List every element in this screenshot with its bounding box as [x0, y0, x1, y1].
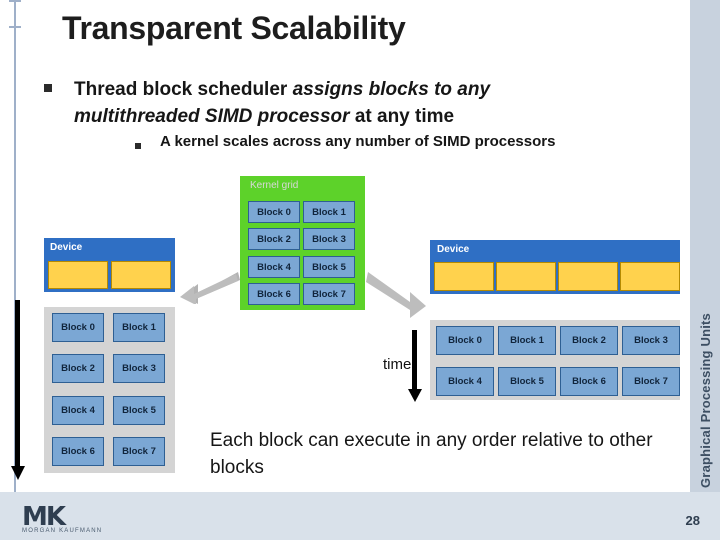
bullet-marker-level2 — [135, 143, 141, 149]
right-panel-block-5: Block 5 — [498, 367, 556, 396]
sidebar-panel — [689, 0, 720, 492]
time-label: time — [383, 356, 412, 373]
kernel-block-0: Block 0 — [248, 201, 300, 223]
kernel-block-2: Block 2 — [248, 228, 300, 250]
publisher-logo: MK MORGAN KAUFMANN — [22, 502, 102, 534]
footer-bar — [0, 492, 720, 540]
sidebar-title-text: Graphical Processing Units — [697, 313, 713, 488]
publisher-logo-subtitle: MORGAN KAUFMANN — [22, 528, 103, 534]
kernel-block-6: Block 6 — [248, 283, 300, 305]
bullet-level1-text: Thread block scheduler assigns blocks to… — [74, 76, 584, 130]
left-panel-block-2: Block 2 — [52, 354, 104, 383]
device-right-label: Device — [437, 244, 470, 255]
time-arrow-left-shaft — [15, 300, 20, 470]
device-left-processor-0 — [48, 261, 108, 289]
kernel-block-5: Block 5 — [303, 256, 355, 278]
device-right-processor-3 — [620, 262, 680, 291]
kernel-block-4: Block 4 — [248, 256, 300, 278]
device-left-label: Device — [50, 242, 83, 253]
left-rule-tick-second — [9, 26, 21, 28]
sidebar-divider — [684, 0, 690, 492]
left-panel-block-0: Block 0 — [52, 313, 104, 342]
device-left-processor-1 — [111, 261, 171, 289]
time-arrow-shaft — [412, 330, 417, 392]
left-panel-block-6: Block 6 — [52, 437, 104, 466]
scale-arrow-right-icon — [366, 272, 426, 318]
right-panel-block-2: Block 2 — [560, 326, 618, 355]
left-vertical-rule — [14, 0, 16, 492]
right-panel-block-7: Block 7 — [622, 367, 680, 396]
time-arrow-left-head-icon — [11, 466, 25, 480]
device-right-processor-0 — [434, 262, 494, 291]
bullet1-segment-3: at any time — [349, 106, 455, 127]
right-panel-block-3: Block 3 — [622, 326, 680, 355]
bullet-marker-level1 — [44, 84, 52, 92]
bullet-level2-text: A kernel scales across any number of SIM… — [160, 133, 556, 150]
left-panel-block-5: Block 5 — [113, 396, 165, 425]
right-panel-block-0: Block 0 — [436, 326, 494, 355]
device-right-processor-1 — [496, 262, 556, 291]
scale-arrow-left-icon — [180, 272, 240, 304]
kernel-block-7: Block 7 — [303, 283, 355, 305]
bullet1-segment-1: Thread block scheduler — [74, 79, 288, 100]
kernel-grid-label: Kernel grid — [250, 180, 299, 191]
right-panel-block-1: Block 1 — [498, 326, 556, 355]
left-rule-tick-top — [9, 0, 21, 2]
left-panel-block-7: Block 7 — [113, 437, 165, 466]
sidebar-title: Graphical Processing Units — [690, 0, 720, 492]
publisher-logo-mark: MK — [22, 502, 66, 532]
right-panel-block-6: Block 6 — [560, 367, 618, 396]
device-right-processor-2 — [558, 262, 618, 291]
page-number: 28 — [685, 513, 700, 528]
kernel-block-3: Block 3 — [303, 228, 355, 250]
left-panel-block-3: Block 3 — [113, 354, 165, 383]
time-arrow-head-icon — [408, 389, 422, 402]
left-panel-block-1: Block 1 — [113, 313, 165, 342]
page-title: Transparent Scalability — [62, 10, 406, 46]
bottom-caption: Each block can execute in any order rela… — [210, 430, 653, 478]
left-panel-block-4: Block 4 — [52, 396, 104, 425]
kernel-block-1: Block 1 — [303, 201, 355, 223]
right-panel-block-4: Block 4 — [436, 367, 494, 396]
bullet1-segment-2: assigns blocks to any multithreaded SIMD… — [74, 79, 491, 127]
